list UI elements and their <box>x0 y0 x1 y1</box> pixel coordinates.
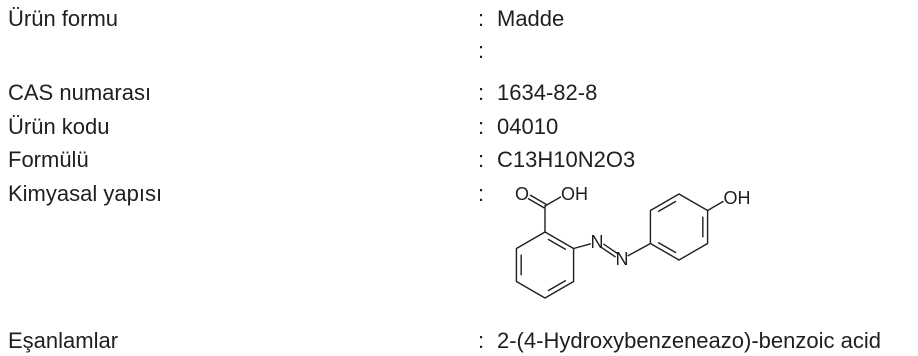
chemical-structure-drawing: O OH N N OH <box>515 184 751 299</box>
product-form-value: Madde <box>497 6 565 31</box>
phenol-bond <box>706 200 724 212</box>
hydroxyphenyl-ring <box>649 193 724 261</box>
ring-to-azo-bond <box>572 243 591 250</box>
product-form-label: Ürün formu <box>8 6 119 31</box>
hydroxyl-bond <box>544 196 562 207</box>
formula-value: C13H10N2O3 <box>497 147 636 172</box>
product-code-row: Ürün kodu : 04010 <box>0 114 918 139</box>
product-code-label: Ürün kodu <box>8 114 110 139</box>
cas-number-row: CAS numarası : 1634-82-8 <box>0 80 918 105</box>
atom-label-nitrogen-1: N <box>591 232 604 252</box>
chemical-structure-row: Kimyasal yapısı : <box>0 181 918 206</box>
chemical-structure-label: Kimyasal yapısı <box>8 181 163 206</box>
formula-label: Formülü <box>8 147 89 172</box>
separator: : <box>478 328 485 353</box>
cas-number-value: 1634-82-8 <box>497 80 598 105</box>
separator: : <box>478 80 485 105</box>
ring-outline <box>515 231 575 299</box>
product-code-value: 04010 <box>497 114 559 139</box>
azo-double-bond <box>603 243 619 255</box>
carbonyl-double-bond <box>527 198 545 209</box>
separator: : <box>478 181 485 206</box>
separator: : <box>478 114 485 139</box>
ring-inner-bond <box>657 242 677 254</box>
synonyms-row: Eşanlamlar : 2-(4-Hydroxybenzeneazo)-ben… <box>0 328 918 353</box>
carboxyl-group <box>527 194 562 233</box>
synonyms-label: Eşanlamlar <box>8 328 119 353</box>
ring-inner-bond <box>547 238 567 250</box>
synonyms-value: 2-(4-Hydroxybenzeneazo)-benzoic acid <box>497 328 881 353</box>
ring-inner-bond <box>657 200 677 212</box>
atom-label-carbonyl-oxygen: O <box>515 184 529 204</box>
separator: : <box>478 147 485 172</box>
azo-to-ring-bond <box>627 242 652 257</box>
empty-row: : <box>0 38 918 63</box>
atom-label-carboxyl-hydroxyl: OH <box>561 184 588 204</box>
ring-outline <box>649 193 709 261</box>
formula-row: Formülü : C13H10N2O3 <box>0 147 918 172</box>
atom-label-phenol-hydroxyl: OH <box>724 188 751 208</box>
benzoic-acid-ring <box>515 231 575 299</box>
product-form-row: Ürün formu : Madde <box>0 6 918 31</box>
separator: : <box>478 6 485 31</box>
azo-group <box>572 242 652 258</box>
atom-label-nitrogen-2: N <box>616 249 629 269</box>
carbonyl-double-bond <box>529 194 547 205</box>
azo-double-bond <box>600 246 616 258</box>
ring-inner-bond <box>547 280 567 292</box>
separator: : <box>478 38 485 63</box>
cas-number-label: CAS numarası <box>8 80 152 105</box>
